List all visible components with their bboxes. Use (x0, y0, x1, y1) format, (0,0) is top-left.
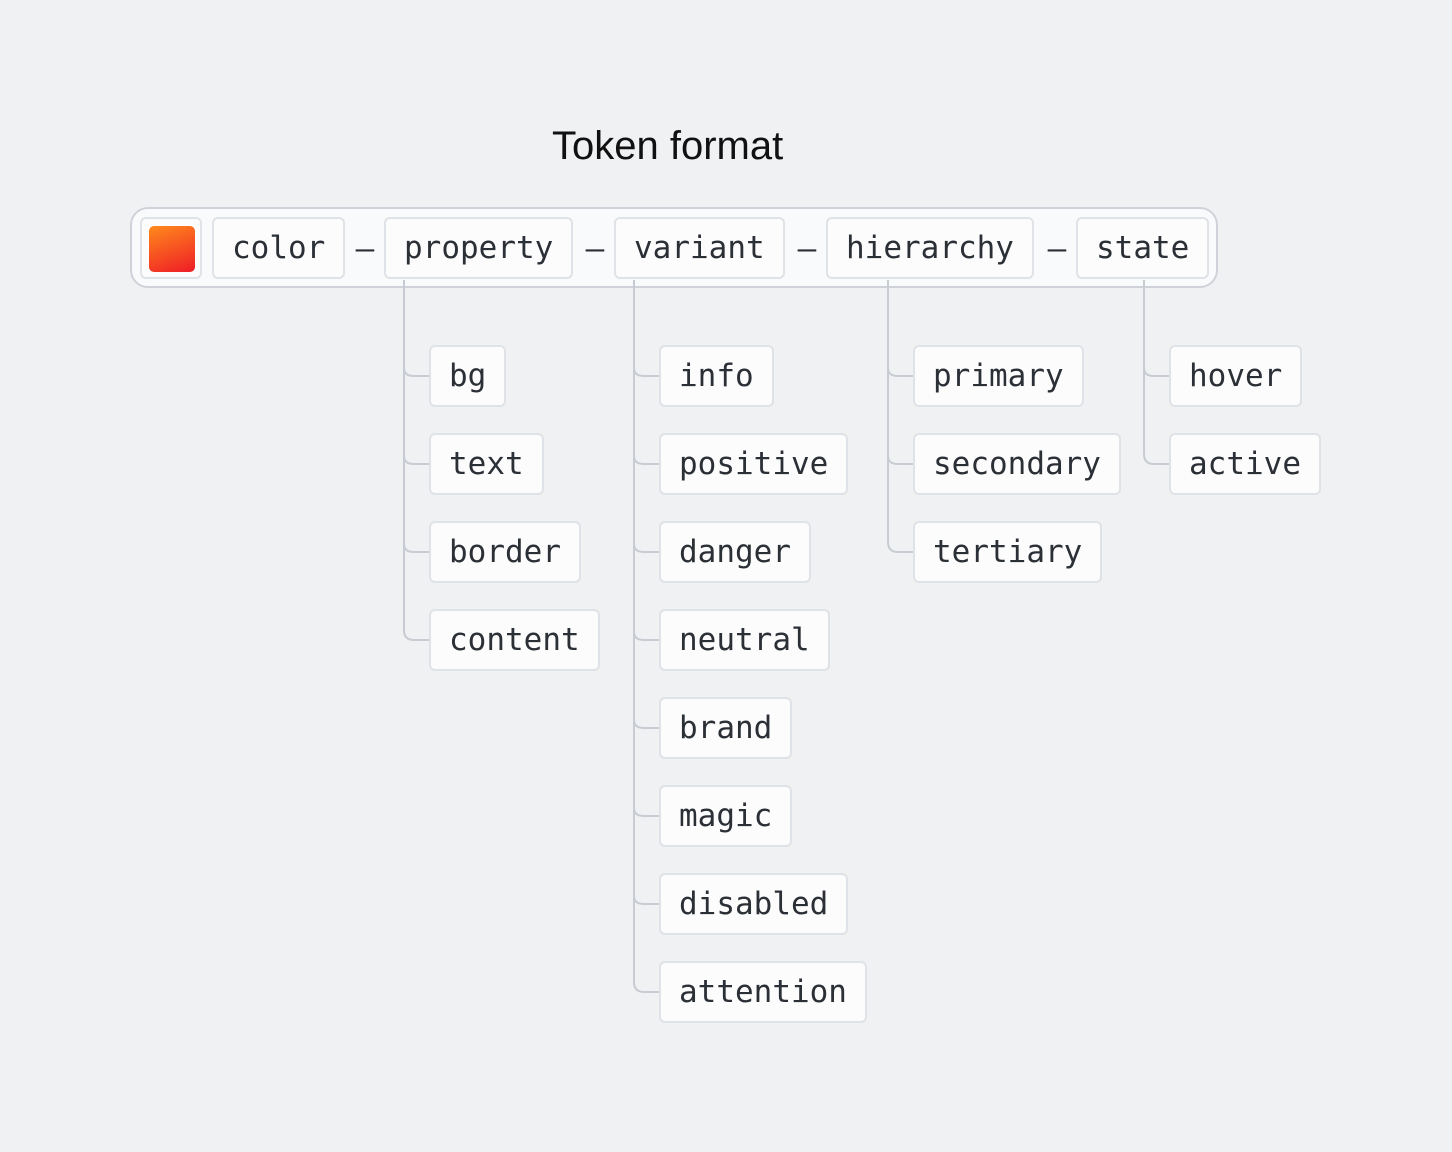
option-property-text: text (429, 433, 544, 495)
option-variant-info: info (659, 345, 774, 407)
segment-state: state (1076, 217, 1210, 279)
separator: – (355, 231, 375, 267)
option-property-border: border (429, 521, 581, 583)
separator: – (1047, 231, 1067, 267)
color-swatch-chip (140, 217, 202, 279)
option-hierarchy-primary: primary (913, 345, 1084, 407)
option-variant-attention: attention (659, 961, 867, 1023)
option-state-hover: hover (1169, 345, 1303, 407)
option-property-bg: bg (429, 345, 507, 407)
color-swatch-icon (149, 226, 195, 272)
option-state-active: active (1169, 433, 1321, 495)
option-variant-disabled: disabled (659, 873, 849, 935)
option-variant-positive: positive (659, 433, 849, 495)
separator: – (585, 231, 605, 267)
segment-variant: variant (614, 217, 785, 279)
segment-color: color (212, 217, 346, 279)
segment-property: property (384, 217, 574, 279)
option-hierarchy-secondary: secondary (913, 433, 1121, 495)
option-variant-danger: danger (659, 521, 811, 583)
option-variant-magic: magic (659, 785, 793, 847)
option-hierarchy-tertiary: tertiary (913, 521, 1103, 583)
option-property-content: content (429, 609, 600, 671)
option-variant-neutral: neutral (659, 609, 830, 671)
separator: – (797, 231, 817, 267)
diagram-title: Token format (552, 124, 784, 168)
option-variant-brand: brand (659, 697, 793, 759)
segment-hierarchy: hierarchy (826, 217, 1034, 279)
